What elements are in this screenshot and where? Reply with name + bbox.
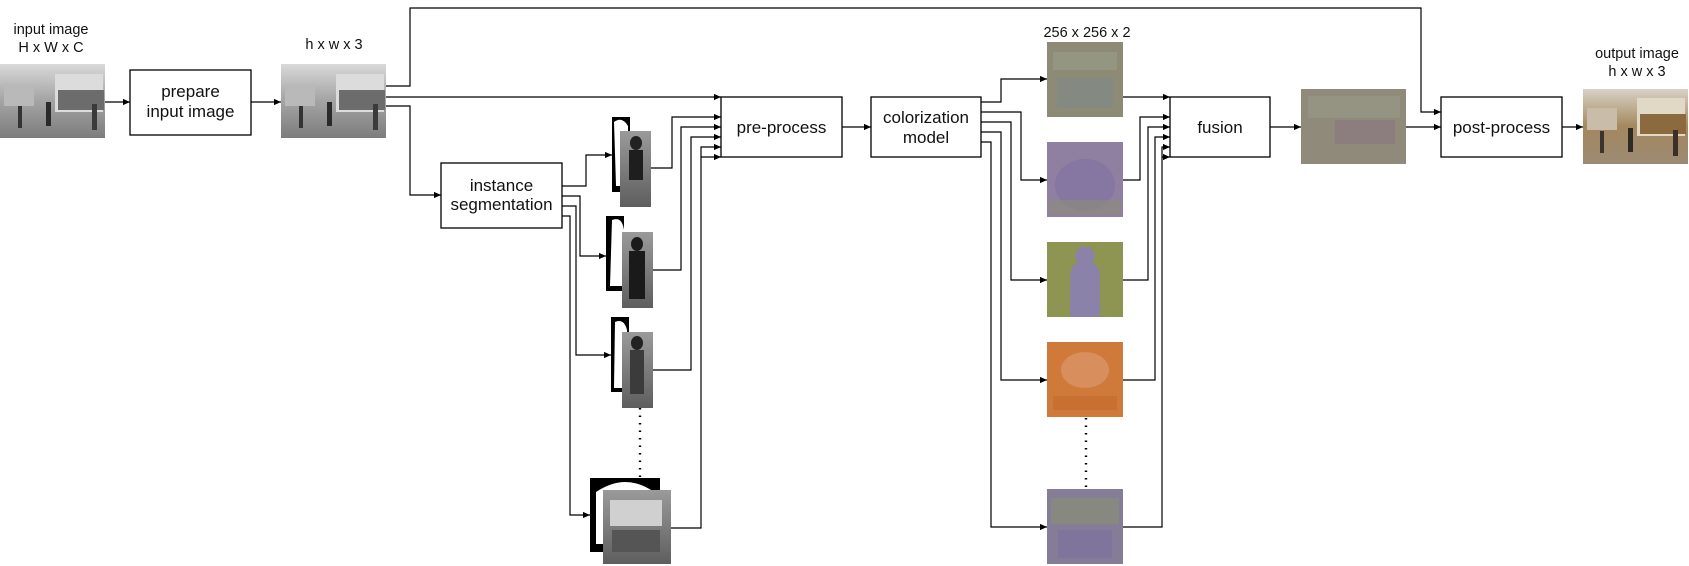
prepare-box-label-1: prepare (161, 82, 220, 101)
resized-size-caption: h x w x 3 (305, 37, 362, 53)
ab-map-2 (1047, 142, 1123, 217)
ab-map-5 (1047, 489, 1123, 564)
output-image-thumbnail (1583, 89, 1688, 164)
ab-map-3 (1047, 242, 1123, 317)
pre-process-box: pre-process (720, 96, 843, 158)
model-box-label-2: model (903, 128, 949, 147)
instance-crop-1 (612, 117, 651, 207)
fused-ab-map (1301, 89, 1406, 164)
model-box-label-1: colorization (883, 108, 969, 127)
ab-size-caption: 256 x 256 x 2 (1043, 25, 1130, 41)
post-process-label: post-process (1453, 118, 1550, 137)
connector-arrows (105, 7, 1583, 531)
instance-crop-4 (590, 478, 671, 564)
instance-box-label-2: segmentation (450, 195, 552, 214)
colorization-model-box: colorization model (870, 96, 982, 158)
prepare-input-image-box: prepare input image (129, 69, 252, 136)
ab-map-4 (1047, 342, 1123, 417)
input-image-thumbnail (0, 64, 105, 138)
post-process-box: post-process (1440, 96, 1563, 158)
instance-crop-2 (606, 216, 653, 308)
instance-segmentation-box: instance segmentation (440, 162, 563, 229)
pre-process-label: pre-process (737, 118, 827, 137)
prepare-box-label-2: input image (147, 102, 235, 121)
instance-box-label-1: instance (470, 176, 533, 195)
ab-map-1 (1047, 42, 1123, 117)
output-size-caption: h x w x 3 (1608, 64, 1665, 80)
input-size-caption: H x W x C (18, 40, 83, 56)
instance-crop-3 (611, 317, 653, 408)
fusion-box: fusion (1169, 96, 1271, 158)
resized-image-thumbnail (281, 64, 386, 138)
input-image-caption: input image (14, 22, 89, 38)
fusion-label: fusion (1197, 118, 1242, 137)
output-image-caption: output image (1595, 46, 1679, 62)
